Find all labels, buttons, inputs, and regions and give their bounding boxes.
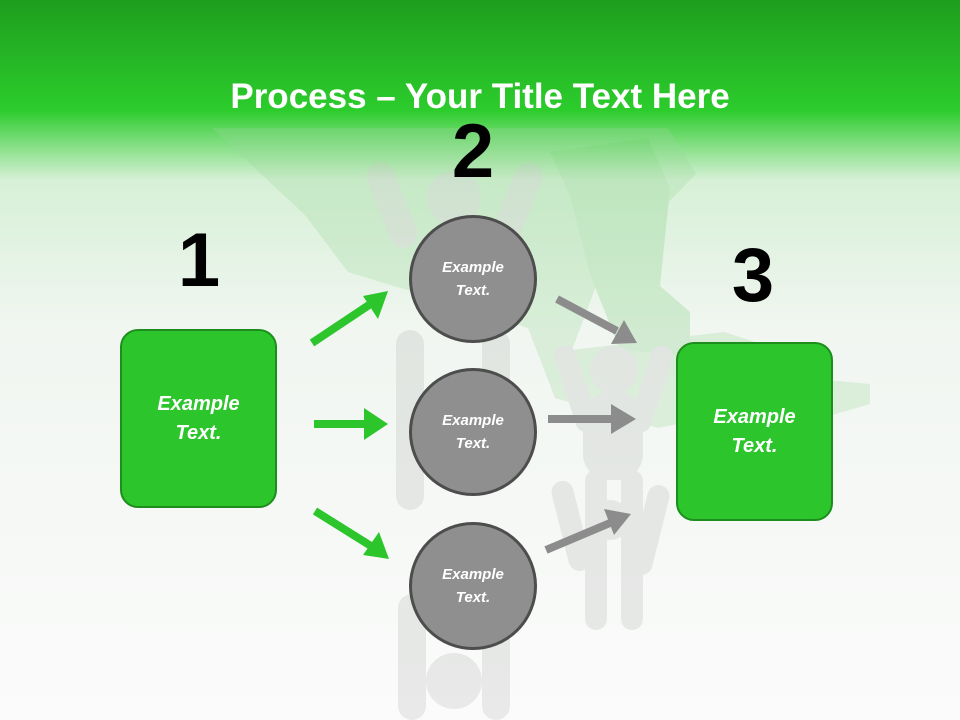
right-example-text: Example Text. (713, 405, 796, 457)
circle-example-3: Example Text. (409, 522, 537, 650)
circle-example-2: Example Text. (409, 368, 537, 496)
gray-arrow-right-icon (548, 404, 636, 434)
circle-example-1: Example Text. (409, 215, 537, 343)
step-number-1: 1 (177, 218, 221, 303)
gray-arrow-down-icon (555, 295, 637, 344)
right-example-box: Example Text. (676, 342, 833, 521)
left-example-box: Example Text. (120, 329, 277, 508)
green-arrow-up-icon (309, 291, 388, 347)
left-example-text: Example Text. (157, 392, 240, 444)
circle-example-1-text: Example Text. (442, 259, 504, 299)
gray-arrow-up-icon (544, 509, 631, 554)
green-arrow-down-icon (312, 507, 389, 559)
green-arrow-right-icon (314, 408, 388, 440)
circle-example-3-text: Example Text. (442, 566, 504, 606)
slide-title: Process – Your Title Text Here (0, 73, 960, 121)
title-process-word: Process (230, 77, 367, 117)
circle-example-2-text: Example Text. (442, 412, 504, 452)
step-number-3: 3 (731, 233, 775, 318)
title-rest-text: – Your Title Text Here (366, 77, 730, 117)
step-number-2: 2 (451, 109, 495, 194)
